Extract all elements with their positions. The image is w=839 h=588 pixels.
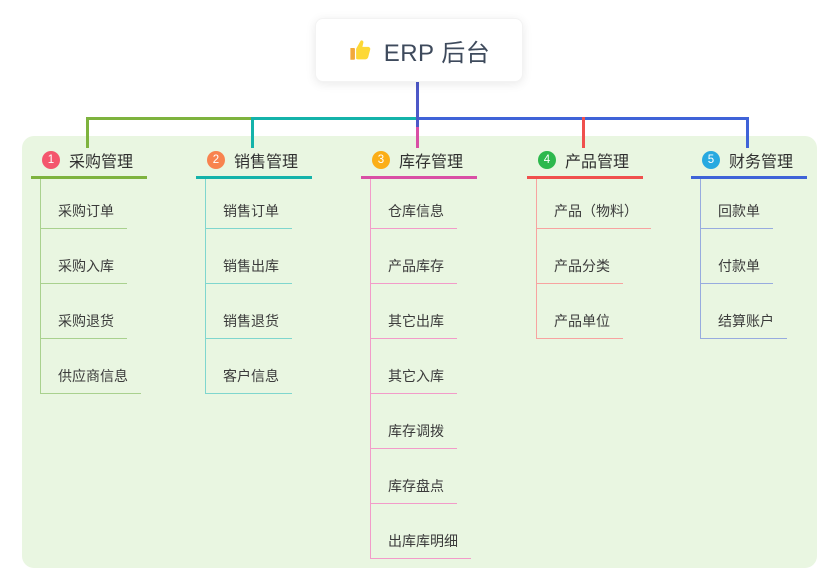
branch-number-badge: 4 <box>538 151 556 169</box>
connector-trunk-teal <box>252 117 418 120</box>
child-node[interactable]: 采购订单 <box>41 179 127 229</box>
child-node-label: 其它入库 <box>388 368 444 384</box>
child-node[interactable]: 产品分类 <box>537 229 623 284</box>
child-node[interactable]: 库存调拨 <box>371 394 457 449</box>
child-node-label: 库存盘点 <box>388 478 444 494</box>
child-node-label: 客户信息 <box>223 368 279 384</box>
branch-node-4[interactable]: 4 产品管理 <box>527 148 629 172</box>
child-node-label: 出库库明细 <box>388 533 458 549</box>
branch-children-3: 仓库信息产品库存其它出库其它入库库存调拨库存盘点出库库明细 <box>370 179 471 559</box>
connector-trunk-green <box>86 117 253 120</box>
branch-children-1: 采购订单采购入库采购退货供应商信息 <box>40 179 141 394</box>
branch-underline <box>691 176 807 179</box>
branch-number-badge: 3 <box>372 151 390 169</box>
connector-drop-1 <box>86 117 89 148</box>
child-node[interactable]: 产品单位 <box>537 284 623 339</box>
child-node[interactable]: 销售订单 <box>206 179 292 229</box>
branch-node-2[interactable]: 2 销售管理 <box>196 148 298 172</box>
branch-number-badge: 1 <box>42 151 60 169</box>
root-node-label: ERP 后台 <box>383 39 491 67</box>
child-node-label: 结算账户 <box>718 313 774 329</box>
connector-root-vertical <box>416 82 419 127</box>
root-node[interactable]: ERP 后台 <box>315 18 523 82</box>
branch-underline <box>361 176 477 179</box>
branch-node-3[interactable]: 3 库存管理 <box>361 148 463 172</box>
child-node-label: 产品库存 <box>388 258 444 274</box>
child-node[interactable]: 库存盘点 <box>371 449 457 504</box>
branch-underline <box>527 176 643 179</box>
branch-label: 采购管理 <box>69 154 134 171</box>
child-node[interactable]: 销售出库 <box>206 229 292 284</box>
child-node-label: 采购入库 <box>58 258 114 274</box>
child-node-label: 销售订单 <box>223 203 279 219</box>
child-node-label: 付款单 <box>718 258 760 274</box>
child-node[interactable]: 仓库信息 <box>371 179 457 229</box>
child-node-label: 其它出库 <box>388 313 444 329</box>
child-node[interactable]: 采购入库 <box>41 229 127 284</box>
child-node[interactable]: 销售退货 <box>206 284 292 339</box>
branch-node-5[interactable]: 5 财务管理 <box>691 148 793 172</box>
branch-label: 产品管理 <box>565 154 630 171</box>
child-node-label: 回款单 <box>718 203 760 219</box>
child-node[interactable]: 回款单 <box>701 179 773 229</box>
branch-children-5: 回款单付款单结算账户 <box>700 179 787 339</box>
child-node[interactable]: 客户信息 <box>206 339 292 394</box>
child-node[interactable]: 付款单 <box>701 229 773 284</box>
child-node-label: 供应商信息 <box>58 368 128 384</box>
child-node-label: 产品（物料） <box>554 203 638 219</box>
branch-label: 库存管理 <box>399 154 464 171</box>
branch-label: 财务管理 <box>729 154 794 171</box>
thumbs-up-icon <box>350 40 370 60</box>
child-node[interactable]: 其它入库 <box>371 339 457 394</box>
connector-drop-2 <box>251 117 254 148</box>
mindmap-panel <box>22 136 817 568</box>
branch-underline <box>31 176 147 179</box>
child-node-label: 销售出库 <box>223 258 279 274</box>
child-node[interactable]: 采购退货 <box>41 284 127 339</box>
child-node[interactable]: 结算账户 <box>701 284 787 339</box>
connector-drop-3 <box>416 117 419 148</box>
child-node-label: 产品单位 <box>554 313 610 329</box>
branch-number-badge: 5 <box>702 151 720 169</box>
branch-underline <box>196 176 312 179</box>
child-node-label: 库存调拨 <box>388 423 444 439</box>
branch-children-4: 产品（物料） 产品分类产品单位 <box>536 179 651 339</box>
branch-children-2: 销售订单销售出库销售退货客户信息 <box>205 179 292 394</box>
child-node-label: 产品分类 <box>554 258 610 274</box>
child-node-label: 采购订单 <box>58 203 114 219</box>
branch-label: 销售管理 <box>234 154 299 171</box>
branch-node-1[interactable]: 1 采购管理 <box>31 148 133 172</box>
branch-number-badge: 2 <box>207 151 225 169</box>
child-node-label: 销售退货 <box>223 313 279 329</box>
child-node[interactable]: 其它出库 <box>371 284 457 339</box>
child-node-label: 仓库信息 <box>388 203 444 219</box>
child-node-label: 采购退货 <box>58 313 114 329</box>
child-node[interactable]: 出库库明细 <box>371 504 471 559</box>
child-node[interactable]: 产品（物料） <box>537 179 651 229</box>
child-node[interactable]: 供应商信息 <box>41 339 141 394</box>
connector-drop-4 <box>582 117 585 148</box>
child-node[interactable]: 产品库存 <box>371 229 457 284</box>
connector-drop-5 <box>746 117 749 148</box>
